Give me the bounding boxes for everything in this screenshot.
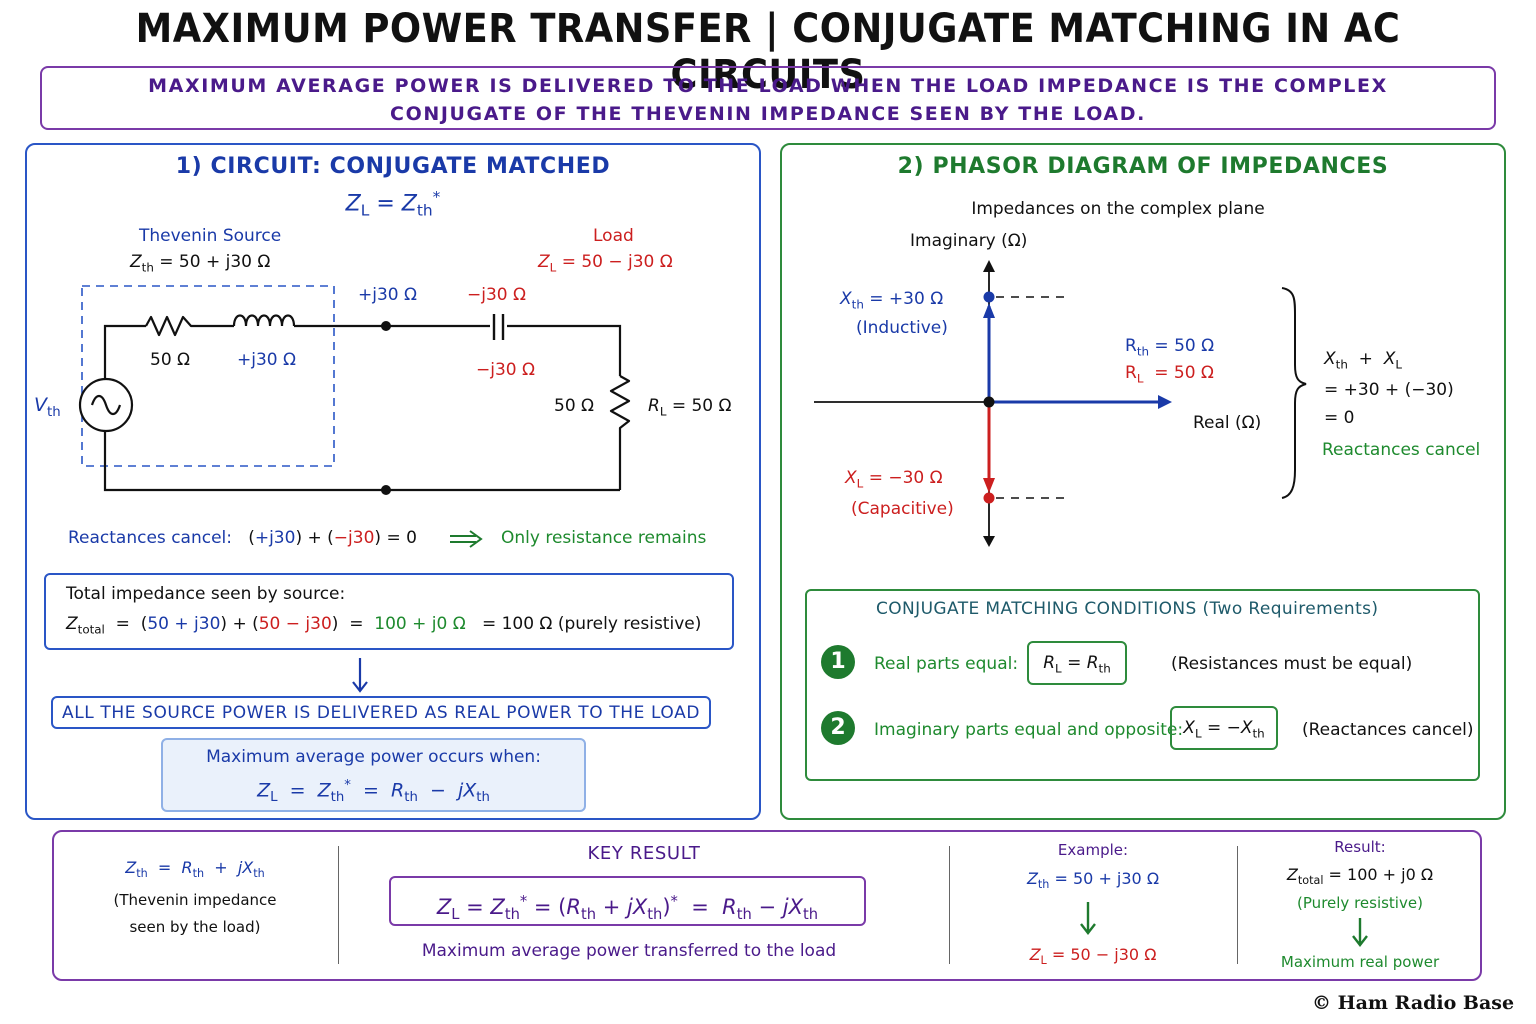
label-vth: Vth [34, 394, 61, 420]
load-resistor [609, 375, 631, 490]
thevenin-definition-note-1: (Thevenin impedance [113, 891, 277, 909]
conditions-header: CONJUGATE MATCHING CONDITIONS (Two Requi… [876, 599, 1379, 619]
key-result-caption: Maximum average power transferred to the… [421, 941, 837, 961]
thevenin-source-eq: Zth = 50 + j30 Ω [130, 252, 271, 275]
total-impedance-eq: Ztotal = (50 + j30) + (50 − j30) = 100 +… [66, 614, 702, 637]
condition-1-formula: RL = Rth [1027, 641, 1127, 685]
phasor-header: 2) PHASOR DIAGRAM OF IMPEDANCES [897, 154, 1389, 179]
phasor-subtitle: Impedances on the complex plane [971, 199, 1265, 219]
reactance-cancel-line: Reactances cancel: (+j30) + (−j30) = 0 [68, 528, 417, 548]
double-arrow-icon [450, 530, 483, 548]
condition-1-badge: 1 [821, 645, 855, 679]
summary-banner: MAXIMUM AVERAGE POWER IS DELIVERED TO TH… [40, 66, 1496, 130]
origin-point [983, 396, 995, 408]
example-label: Example: [1057, 841, 1129, 859]
thevenin-definition-note-2: seen by the load) [129, 918, 261, 936]
result-z: Ztotal = 100 + j0 Ω [1286, 865, 1434, 888]
rl-label: RL = 50 Ω [1125, 363, 1214, 386]
label-rl: RL = 50 Ω [648, 396, 732, 419]
r-arrow [1158, 395, 1172, 409]
max-power-when-label: Maximum average power occurs when: [206, 747, 541, 767]
condition-1-label: Real parts equal: [874, 654, 1019, 674]
capacitive-label: (Capacitive) [851, 499, 954, 519]
label-capacitor-j30: −j30 Ω [476, 360, 535, 380]
example-zth: Zth = 50 + j30 Ω [1026, 869, 1160, 892]
inductive-label: (Inductive) [856, 318, 948, 338]
sum-brace [1281, 287, 1307, 499]
imaginary-axis-arrow-down [983, 536, 995, 547]
label-load-50: 50 Ω [554, 396, 595, 416]
circuit-panel [25, 143, 761, 820]
power-delivered-box: ALL THE SOURCE POWER IS DELIVERED AS REA… [51, 696, 711, 729]
wire-top-left [103, 324, 146, 380]
reactances-cancel-note: Reactances cancel [1322, 440, 1481, 460]
load-eq: ZL = 50 − j30 Ω [538, 252, 673, 275]
reactance-sum-line1: Xth + XL [1324, 349, 1402, 372]
key-result-panel [52, 830, 1482, 981]
down-arrow-icon [352, 658, 368, 693]
result-power: Maximum real power [1280, 953, 1440, 971]
divider-2 [949, 846, 950, 964]
label-resistor-50: 50 Ω [150, 350, 191, 370]
page-title: MAXIMUM POWER TRANSFER | CONJUGATE MATCH… [135, 6, 1401, 98]
condition-2-label: Imaginary parts equal and opposite: [874, 720, 1184, 740]
xth-arrow [983, 303, 995, 318]
max-power-when-box [161, 738, 586, 812]
rth-label: Rth = 50 Ω [1125, 336, 1215, 359]
resistor-50 [145, 315, 234, 337]
max-power-formula: ZL = Zth* = Rth − jXth [257, 778, 490, 806]
divider-3 [1237, 846, 1238, 964]
label-minus-j30-top: −j30 Ω [467, 285, 526, 305]
conditions-box [805, 589, 1480, 781]
label-inductor-j30: +j30 Ω [237, 350, 296, 370]
real-axis-label: Real (Ω) [1193, 413, 1262, 433]
thevenin-source-label: Thevenin Source [139, 226, 282, 246]
result-resistive: (Purely resistive) [1297, 894, 1423, 912]
result-arrow-icon [1352, 918, 1368, 947]
banner-line-2: CONJUGATE OF THE THEVENIN IMPEDANCE SEEN… [390, 103, 1146, 125]
label-plus-j30-top: +j30 Ω [358, 285, 417, 305]
condition-2-note: (Reactances cancel) [1302, 720, 1474, 740]
circuit-formula: ZL = Zth* [345, 188, 441, 220]
result-label: Result: [1334, 838, 1386, 856]
thevenin-definition: Zth = Rth + jXth [125, 858, 265, 881]
xl-point [983, 492, 995, 504]
example-arrow-icon [1080, 902, 1096, 935]
xth-label: Xth = +30 Ω [840, 289, 944, 312]
inductor-j30 [232, 314, 296, 327]
copyright: © Ham Radio Base [1312, 992, 1515, 1014]
reactance-sum-line3: = 0 [1324, 408, 1355, 428]
key-result-header: KEY RESULT [587, 843, 701, 864]
total-impedance-label: Total impedance seen by source: [66, 584, 346, 604]
thevenin-box [81, 285, 335, 467]
node-bottom [381, 485, 391, 495]
load-label: Load [593, 226, 634, 246]
total-impedance-box [44, 573, 734, 650]
phasor-panel [780, 143, 1506, 820]
xl-arrow [983, 478, 995, 493]
circuit-schematic [78, 285, 631, 495]
only-resistance-text: Only resistance remains [501, 528, 707, 548]
circuit-header: 1) CIRCUIT: CONJUGATE MATCHED [175, 154, 611, 179]
key-result-formula: ZL = Zth* = (Rth + jXth)* = Rth − jXth [389, 876, 866, 926]
imaginary-axis-arrow-up [983, 260, 995, 272]
example-zl: ZL = 50 − j30 Ω [1029, 945, 1157, 968]
sine-icon [90, 394, 122, 416]
condition-2-formula: XL = −Xth [1170, 706, 1278, 750]
xl-label: XL = −30 Ω [845, 468, 943, 491]
wire-bottom [103, 432, 620, 492]
condition-2-badge: 2 [821, 711, 855, 745]
banner-line-1: MAXIMUM AVERAGE POWER IS DELIVERED TO TH… [148, 75, 1388, 97]
divider-1 [338, 846, 339, 964]
reactance-sum-line2: = +30 + (−30) [1324, 380, 1454, 400]
condition-1-note: (Resistances must be equal) [1171, 654, 1413, 674]
wire-right [507, 324, 622, 376]
node-top [381, 321, 391, 331]
imaginary-axis-label: Imaginary (Ω) [910, 231, 1028, 251]
xth-point [983, 291, 995, 303]
